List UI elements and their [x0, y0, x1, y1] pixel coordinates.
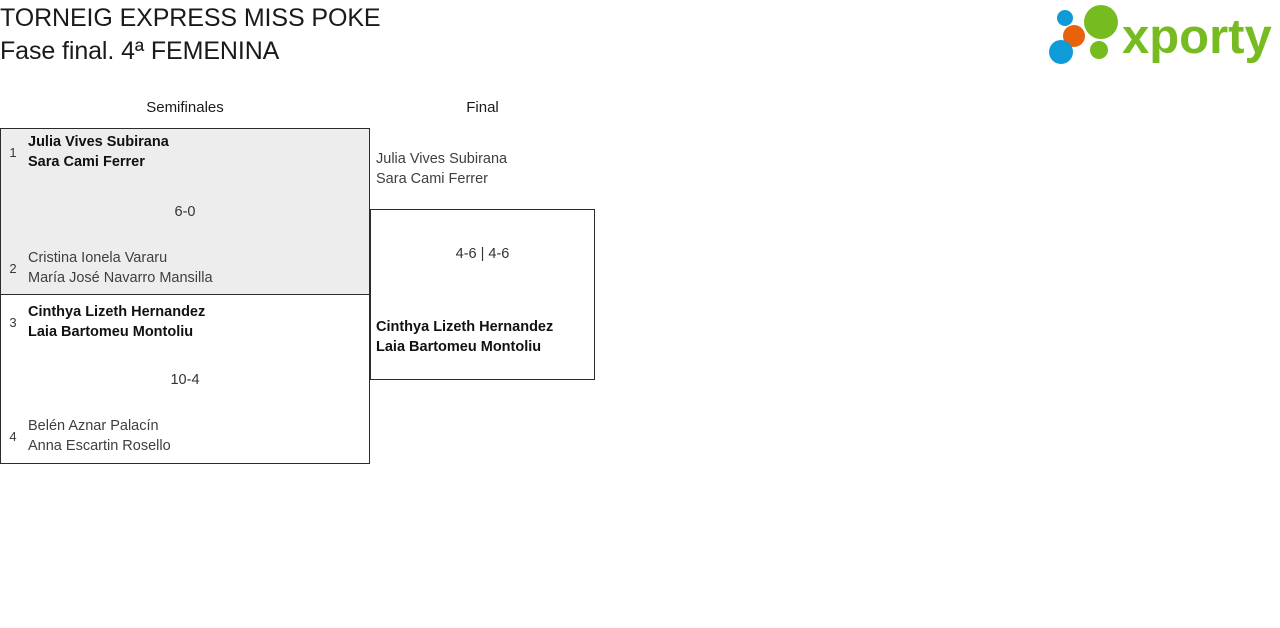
team-names: Julia Vives Subirana Sara Cami Ferrer [376, 150, 591, 189]
team-names: Julia Vives Subirana Sara Cami Ferrer [26, 133, 360, 172]
xporty-logo[interactable]: xporty [1048, 4, 1273, 66]
xporty-logo-svg: xporty [1049, 5, 1272, 64]
player-name: Cinthya Lizeth Hernandez [28, 304, 206, 320]
page-title: TORNEIG EXPRESS MISS POKE Fase final. 4ª… [0, 2, 760, 68]
match-box-semifinal-1[interactable] [0, 128, 370, 295]
logo-wordmark: xporty [1122, 10, 1272, 64]
team-final-top[interactable]: Julia Vives Subirana Sara Cami Ferrer [376, 150, 591, 189]
tournament-phase: Fase final. 4ª FEMENINA [0, 37, 280, 65]
round-header-final: Final [466, 99, 499, 116]
team-semifinal-1-bottom[interactable]: 2 Cristina Ionela Vararu María José Nava… [0, 249, 360, 288]
seed-number: 1 [9, 144, 17, 160]
player-name: Anna Escartin Rosello [28, 437, 171, 454]
player-name: Cinthya Lizeth Hernandez [376, 319, 554, 335]
team-semifinal-2-top[interactable]: 3 Cinthya Lizeth Hernandez Laia Bartomeu… [0, 303, 360, 342]
team-semifinal-2-bottom[interactable]: 4 Belén Aznar Palacín Anna Escartin Rose… [0, 417, 360, 456]
tournament-name: TORNEIG EXPRESS MISS POKE [0, 4, 381, 32]
team-semifinal-1-top[interactable]: 1 Julia Vives Subirana Sara Cami Ferrer [0, 133, 360, 172]
team-names: Cinthya Lizeth Hernandez Laia Bartomeu M… [376, 318, 591, 357]
team-final-bottom[interactable]: Cinthya Lizeth Hernandez Laia Bartomeu M… [376, 318, 591, 357]
logo-dots-icon [1049, 5, 1118, 64]
score-semifinal-1: 6-0 [174, 204, 196, 220]
player-name: Belén Aznar Palacín [28, 418, 159, 434]
score-final: 4-6 | 4-6 [455, 246, 510, 262]
team-names: Cinthya Lizeth Hernandez Laia Bartomeu M… [26, 303, 360, 342]
player-name: Laia Bartomeu Montoliu [28, 323, 194, 340]
player-name: Sara Cami Ferrer [376, 170, 488, 187]
seed-number: 4 [9, 428, 17, 444]
player-name: Cristina Ionela Vararu [28, 250, 168, 266]
seed-number: 2 [9, 260, 17, 276]
player-name: Sara Cami Ferrer [28, 153, 145, 170]
seed-number: 3 [9, 314, 17, 330]
score-semifinal-2: 10-4 [170, 372, 200, 388]
player-name: María José Navarro Mansilla [28, 269, 213, 286]
team-names: Cristina Ionela Vararu María José Navarr… [26, 249, 360, 288]
player-name: Julia Vives Subirana [28, 134, 169, 150]
match-box-final[interactable] [370, 209, 595, 380]
player-name: Laia Bartomeu Montoliu [376, 338, 542, 355]
round-header-semifinals: Semifinales [146, 99, 224, 116]
player-name: Julia Vives Subirana [376, 151, 508, 167]
team-names: Belén Aznar Palacín Anna Escartin Rosell… [26, 417, 360, 456]
match-box-semifinal-2[interactable] [0, 294, 370, 464]
